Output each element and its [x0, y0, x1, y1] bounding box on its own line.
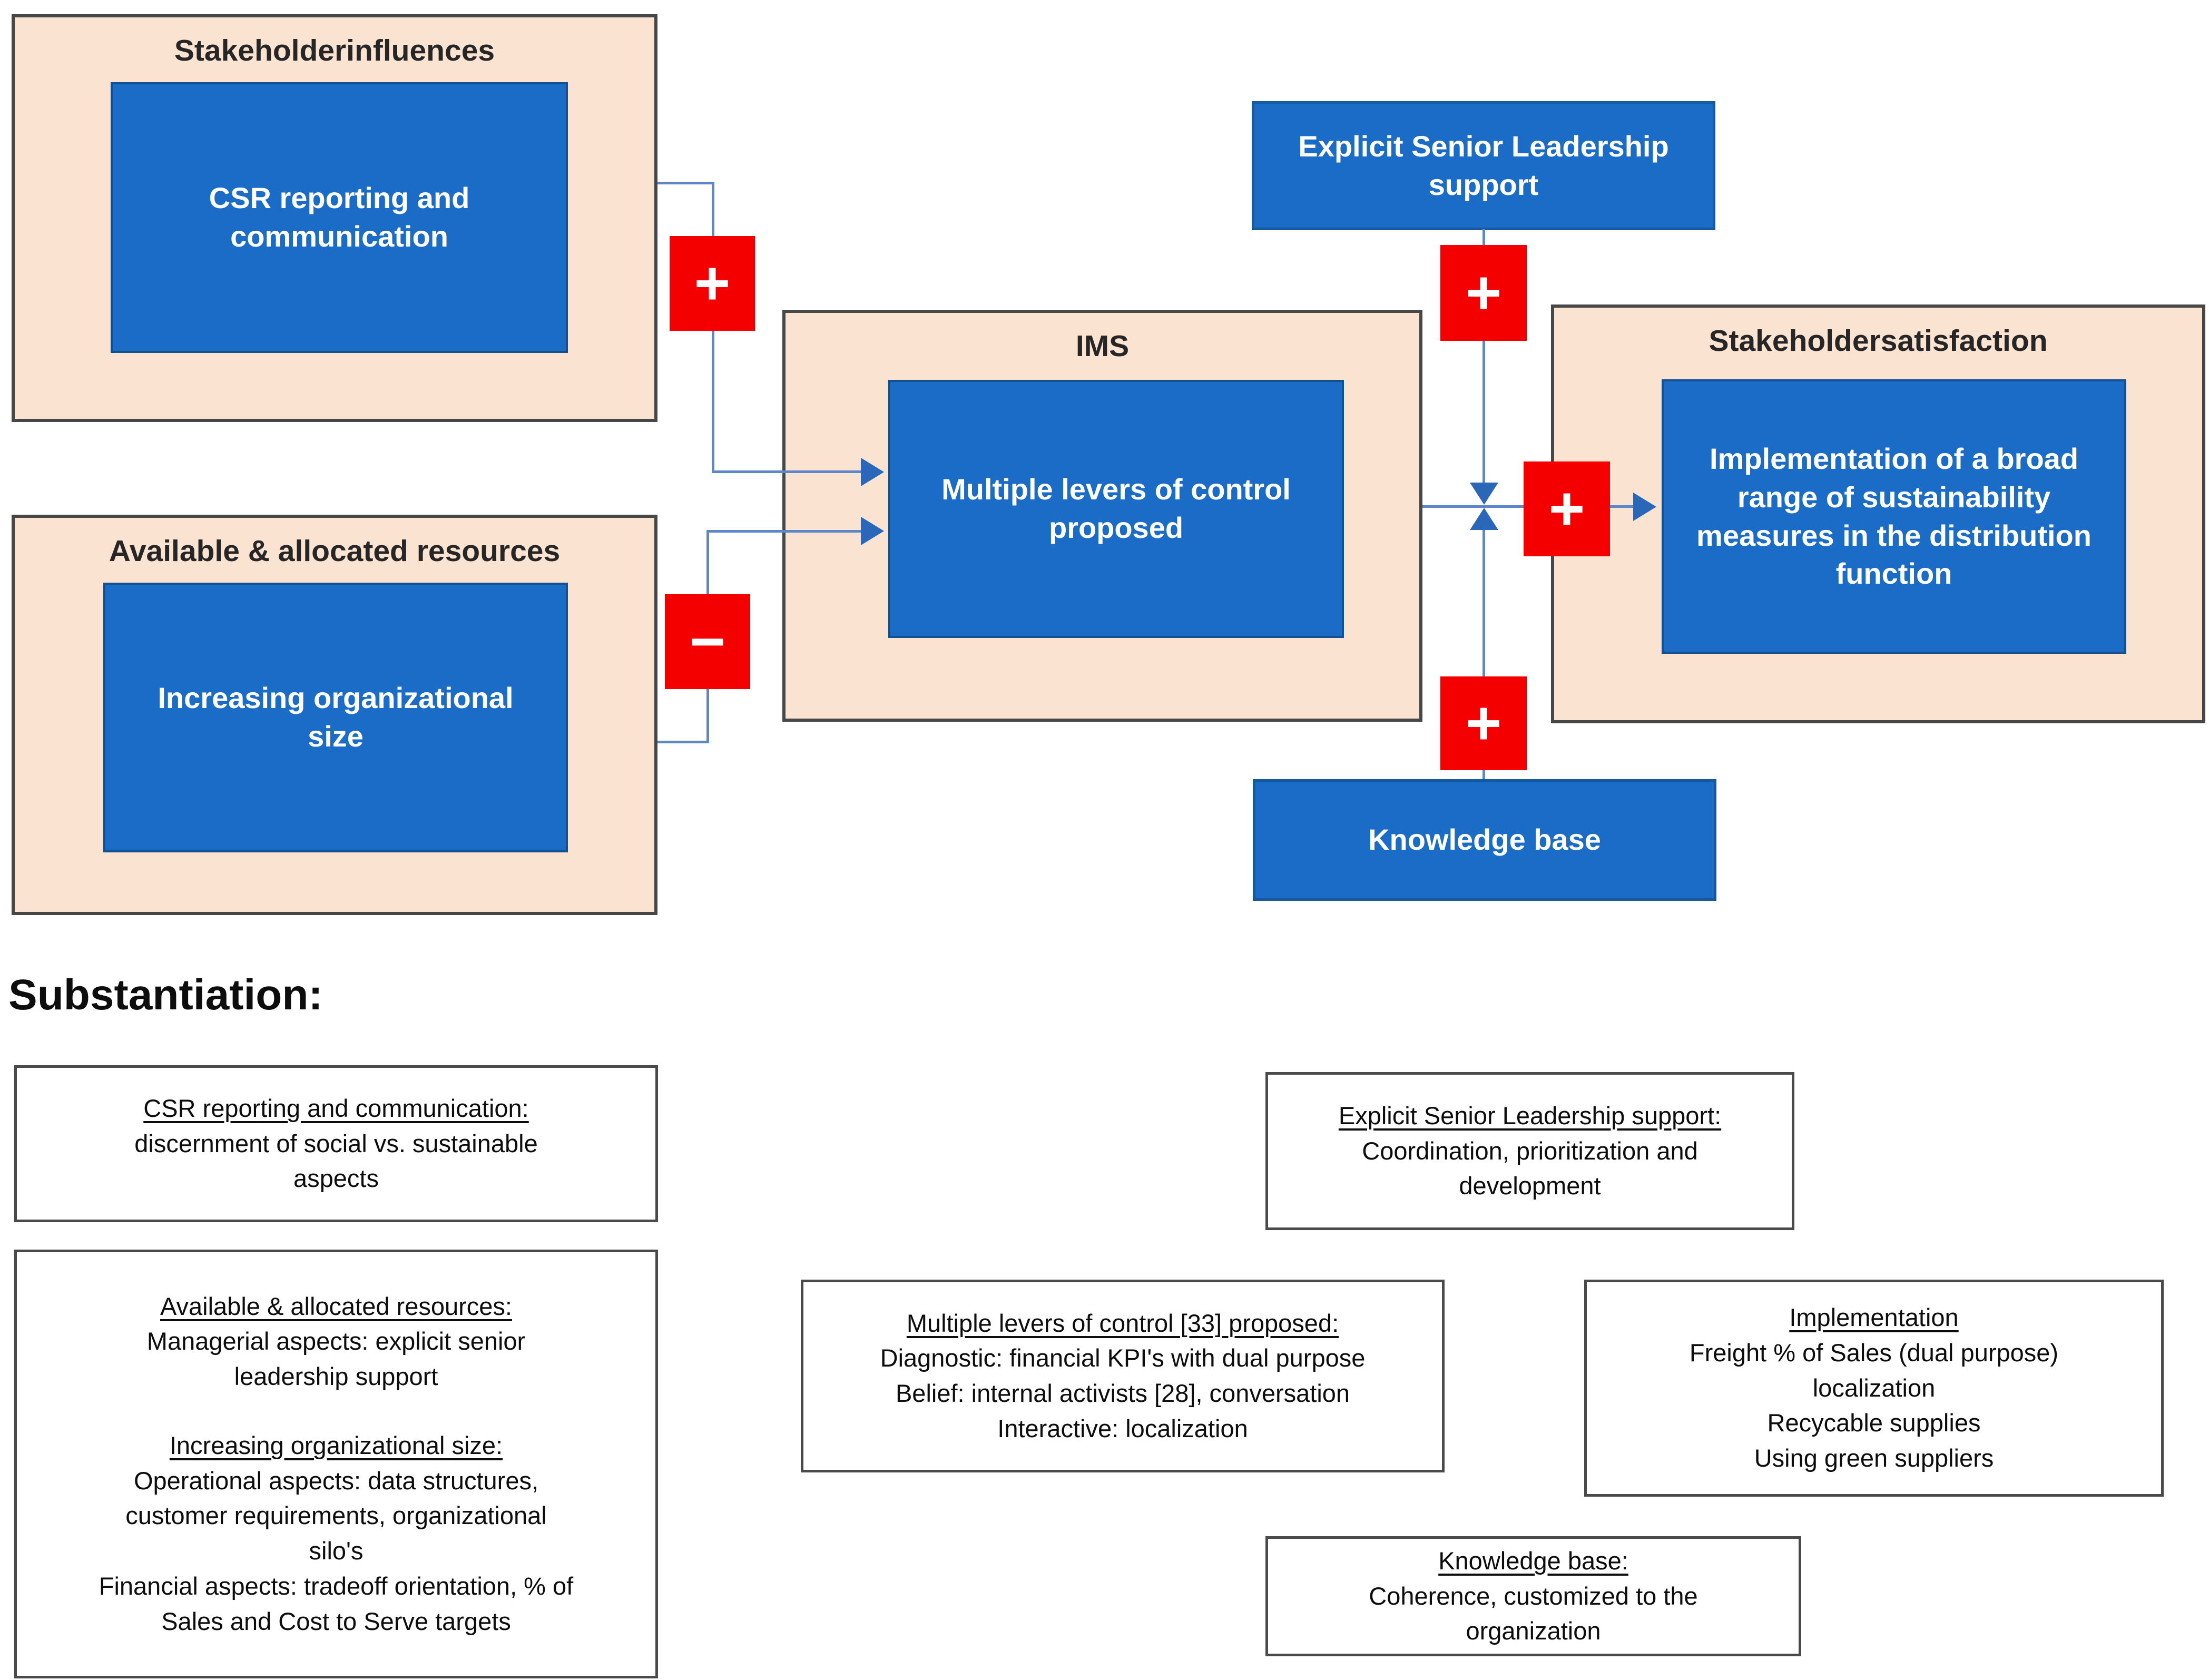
substantiation-size-line: silo's — [309, 1537, 364, 1565]
connector-csr-to-plus-line — [657, 182, 714, 184]
substantiation-size-line: customer requirements, organizational — [125, 1501, 547, 1530]
substantiation-implementation-line: localization — [1812, 1373, 1936, 1402]
available-resources-box: Available & allocated resources Increasi… — [12, 515, 657, 915]
minus-sign-size-to-ims: − — [665, 594, 750, 689]
substantiation-kb-heading: Knowledge base: — [1438, 1546, 1628, 1575]
arrowhead-kb-up — [1470, 508, 1498, 530]
substantiation-levers-line: Diagnostic: financial KPI's with dual pu… — [880, 1344, 1366, 1372]
csr-reporting-box: CSR reporting and communication — [111, 82, 568, 353]
substantiation-available-heading: Available & allocated resources: — [160, 1292, 512, 1320]
substantiation-esl-line: development — [1459, 1172, 1601, 1200]
ims-box: IMS Multiple levers of control proposed — [782, 310, 1422, 722]
stakeholder-influences-title: Stakeholderinfluences — [174, 34, 495, 67]
arrowhead-esl-down — [1470, 483, 1498, 505]
knowledge-base-box: Knowledge base — [1253, 779, 1716, 901]
substantiation-levers-line: Interactive: localization — [997, 1414, 1248, 1442]
substantiation-box-levers: Multiple levers of control [33] proposed… — [801, 1280, 1445, 1472]
connector-size-to-minus-line — [657, 741, 709, 743]
substantiation-box-esl: Explicit Senior Leadership support: Coor… — [1265, 1072, 1794, 1230]
substantiation-box-available-resources: Available & allocated resources: Manager… — [14, 1250, 658, 1678]
plus-sign-kb: + — [1440, 676, 1527, 770]
substantiation-csr-heading: CSR reporting and communication: — [143, 1094, 529, 1122]
substantiation-levers-heading: Multiple levers of control [33] proposed… — [906, 1309, 1339, 1337]
connector-kb-vertical-line — [1483, 529, 1485, 779]
substantiation-levers-line: Belief: internal activists [28], convers… — [895, 1379, 1350, 1407]
organizational-size-box: Increasing organizational size — [103, 583, 568, 852]
substantiation-box-implementation: Implementation Freight % of Sales (dual … — [1584, 1280, 2164, 1497]
substantiation-available-line: Managerial aspects: explicit senior — [146, 1327, 526, 1355]
substantiation-implementation-line: Using green suppliers — [1754, 1444, 1994, 1472]
substantiation-implementation-line: Freight % of Sales (dual purpose) — [1689, 1338, 2059, 1367]
arrowhead-size-to-ims — [861, 517, 884, 545]
stakeholder-satisfaction-box: Stakeholdersatisfaction Implementation o… — [1551, 304, 2205, 723]
plus-sign-csr-to-ims: + — [670, 236, 755, 331]
explicit-senior-leadership-box: Explicit Senior Leadership support — [1252, 101, 1715, 230]
arrowhead-csr-to-ims — [861, 458, 884, 486]
stakeholder-satisfaction-title: Stakeholdersatisfaction — [1709, 324, 2048, 358]
stakeholder-influences-box: Stakeholderinfluences CSR reporting and … — [12, 14, 657, 422]
connector-csr-to-ims-line — [712, 470, 862, 473]
substantiation-heading: Substantiation: — [8, 971, 323, 1019]
substantiation-esl-heading: Explicit Senior Leadership support: — [1338, 1101, 1722, 1129]
substantiation-available-line: leadership support — [234, 1362, 438, 1391]
substantiation-size-line: Financial aspects: tradeoff orientation,… — [99, 1571, 574, 1600]
connector-esl-vertical-line — [1483, 229, 1485, 484]
plus-sign-esl: + — [1440, 245, 1527, 341]
substantiation-kb-line: organization — [1466, 1617, 1601, 1645]
implementation-measures-box: Implementation of a broad range of susta… — [1662, 379, 2126, 654]
connector-size-to-ims-line — [706, 530, 863, 533]
plus-sign-ims-to-satisfaction: + — [1524, 461, 1610, 556]
substantiation-box-csr: CSR reporting and communication: discern… — [14, 1065, 658, 1222]
substantiation-size-line: Sales and Cost to Serve targets — [161, 1607, 511, 1635]
substantiation-csr-line: discernment of social vs. sustainable — [134, 1129, 538, 1157]
levers-of-control-box: Multiple levers of control proposed — [888, 380, 1344, 638]
ims-title: IMS — [1075, 329, 1130, 363]
substantiation-csr-line: aspects — [293, 1164, 379, 1193]
substantiation-kb-line: Coherence, customized to the — [1369, 1581, 1698, 1610]
substantiation-size-heading: Increasing organizational size: — [169, 1431, 503, 1459]
substantiation-implementation-heading: Implementation — [1789, 1303, 1959, 1332]
substantiation-esl-line: Coordination, prioritization and — [1362, 1136, 1698, 1165]
substantiation-box-knowledge-base: Knowledge base: Coherence, customized to… — [1265, 1536, 1801, 1656]
arrowhead-ims-to-satisfaction — [1633, 493, 1656, 521]
substantiation-size-line: Operational aspects: data structures, — [133, 1466, 539, 1495]
substantiation-implementation-line: Recycable supplies — [1767, 1409, 1981, 1437]
available-resources-title: Available & allocated resources — [109, 534, 561, 568]
